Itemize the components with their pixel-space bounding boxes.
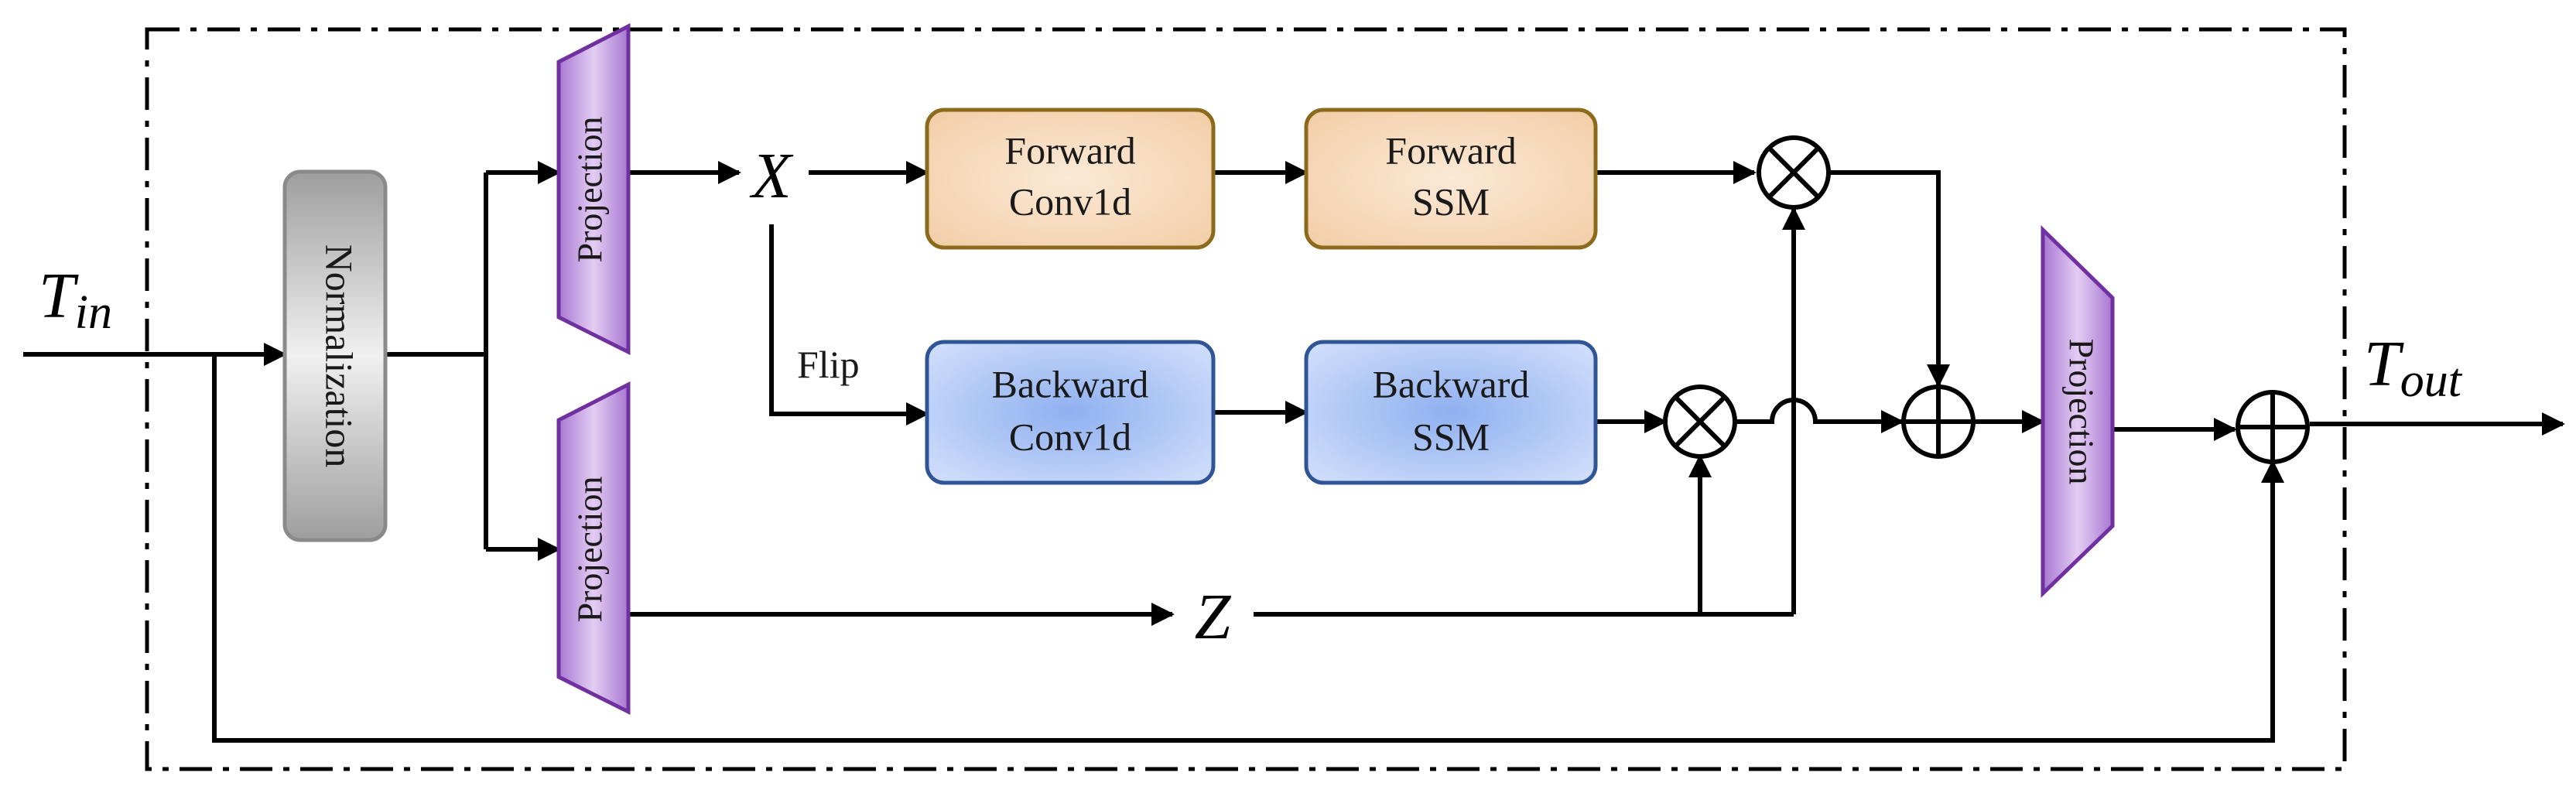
backward-ssm-line1: Backward bbox=[1373, 362, 1530, 405]
backward-conv1d-line1: Backward bbox=[992, 362, 1149, 405]
forward-conv1d-line2: Conv1d bbox=[1009, 179, 1131, 223]
forward-ssm-line2: SSM bbox=[1412, 179, 1490, 223]
forward-conv1d-block: Forward Conv1d bbox=[925, 108, 1216, 250]
wire-mult-top-to-add bbox=[1829, 170, 1950, 388]
z-label: Z bbox=[1195, 581, 1232, 653]
projection-top-block: Projection bbox=[556, 22, 631, 356]
block-boundary bbox=[145, 27, 2347, 771]
forward-conv1d-line1: Forward bbox=[1004, 128, 1135, 172]
projection-output-label: Projection bbox=[2061, 338, 2101, 484]
backward-ssm-line2: SSM bbox=[1412, 415, 1490, 458]
backward-conv1d-block: Backward Conv1d bbox=[925, 340, 1216, 485]
backward-ssm-block: Backward SSM bbox=[1304, 340, 1598, 485]
t-out-label: Tout bbox=[2364, 328, 2463, 407]
normalization-block: Normalization bbox=[282, 169, 388, 542]
x-label: X bbox=[749, 140, 794, 212]
wire-x-flip-to-bwd-conv bbox=[769, 224, 929, 426]
t-in-label: Tin bbox=[39, 260, 112, 339]
backward-conv1d-line2: Conv1d bbox=[1009, 415, 1131, 458]
normalization-label: Normalization bbox=[318, 244, 361, 468]
flip-label: Flip bbox=[797, 343, 860, 386]
forward-ssm-line1: Forward bbox=[1385, 128, 1516, 172]
residual-add-operator bbox=[2236, 390, 2310, 464]
projection-bottom-block: Projection bbox=[556, 381, 631, 716]
wire-mult-bottom-to-add bbox=[1735, 398, 1904, 433]
add-operator bbox=[1901, 385, 1976, 459]
projection-output-block: Projection bbox=[2041, 225, 2115, 598]
multiply-top-operator bbox=[1757, 135, 1831, 210]
wire-residual bbox=[212, 354, 2284, 743]
projection-bottom-label: Projection bbox=[570, 476, 610, 622]
projection-top-label: Projection bbox=[570, 116, 610, 262]
forward-ssm-block: Forward SSM bbox=[1304, 108, 1598, 250]
multiply-bottom-operator bbox=[1663, 385, 1737, 459]
